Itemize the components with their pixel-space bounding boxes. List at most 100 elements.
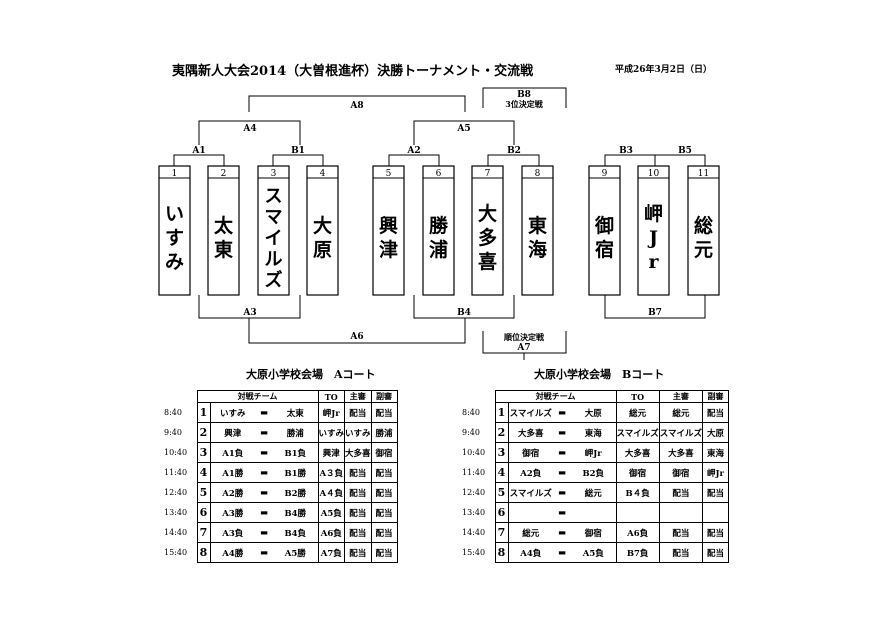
cell-no: 6 — [494, 502, 509, 523]
header-to: TO — [615, 390, 660, 403]
team-number: 6 — [436, 169, 442, 179]
cell-sub: 配当 — [702, 482, 729, 503]
team-box: 4大原 — [306, 165, 339, 296]
bracket-line-a6 — [248, 318, 466, 344]
cell-no: 5 — [196, 482, 211, 503]
cell-main: 大多喜 — [658, 442, 704, 463]
team-number: 7 — [485, 169, 491, 179]
cell-t2: A5勝 — [273, 542, 319, 563]
label-b5: B5 — [678, 146, 692, 156]
cell-main: 配当 — [658, 522, 704, 543]
team-box: 6勝浦 — [422, 165, 455, 296]
team-name: 興津 — [379, 215, 398, 261]
cell-dash: ▬ — [255, 442, 273, 463]
cell-no: 7 — [196, 522, 211, 543]
cell-t1: いすみ — [209, 402, 255, 423]
cell-main: 御宿 — [658, 462, 704, 483]
cell-dash: ▬ — [553, 422, 571, 443]
label-third-place: 3位決定戦 — [505, 99, 544, 109]
court-a-title: 大原小学校会場 Aコート — [246, 368, 376, 381]
team-number: 3 — [271, 169, 277, 179]
team-number: 1 — [172, 169, 178, 179]
cell-t1: A2負 — [507, 462, 553, 483]
label-a2: A2 — [406, 146, 420, 156]
cell-time: 13:40 — [164, 508, 188, 517]
cell-to: A6負 — [615, 522, 660, 543]
cell-sub: 勝浦 — [370, 422, 398, 443]
team-box: 9御宿 — [588, 165, 621, 296]
cell-sub: 配当 — [370, 522, 398, 543]
bracket-line-b4 — [413, 295, 515, 319]
cell-time: 11:40 — [462, 468, 486, 477]
cell-time: 9:40 — [164, 428, 182, 437]
label-order-match: 順位決定戦 — [504, 332, 545, 342]
team-number: 8 — [535, 169, 541, 179]
cell-t1: A4負 — [507, 542, 553, 563]
cell-no: 2 — [196, 422, 211, 443]
cell-t1: スマイルズ — [507, 482, 553, 503]
bracket-line-b5 — [654, 154, 706, 166]
cell-t1: A4勝 — [209, 542, 255, 563]
label-b1: B1 — [291, 146, 305, 156]
cell-main: 配当 — [344, 542, 372, 563]
team-number: 2 — [221, 169, 227, 179]
bracket-line-b2 — [487, 154, 540, 166]
cell-no: 2 — [494, 422, 509, 443]
header-main: 主審 — [658, 390, 704, 403]
cell-main: 配当 — [658, 482, 704, 503]
cell-t1: 御宿 — [507, 442, 553, 463]
cell-dash: ▬ — [255, 542, 273, 563]
cell-no: 5 — [494, 482, 509, 503]
cell-dash: ▬ — [553, 482, 571, 503]
bracket-line-b1 — [272, 154, 324, 166]
cell-sub: 東海 — [702, 442, 729, 463]
cell-main: スマイルズ — [658, 422, 704, 443]
cell-dash: ▬ — [255, 402, 273, 423]
cell-main: 配当 — [344, 522, 372, 543]
cell-to: 御宿 — [615, 462, 660, 483]
bracket-line-a1 — [173, 154, 225, 166]
cell-no: 1 — [196, 402, 211, 423]
court-b-title: 大原小学校会場 Bコート — [534, 368, 665, 381]
team-name: スマイルズ — [265, 186, 283, 291]
team-name: 御宿 — [594, 214, 614, 261]
label-b2: B2 — [507, 146, 521, 156]
cell-time: 14:40 — [164, 528, 188, 537]
label-a7: A7 — [516, 343, 530, 353]
cell-t2: B2負 — [571, 462, 617, 483]
bracket-line-b7 — [604, 295, 706, 319]
cell-t1: 興津 — [209, 422, 255, 443]
cell-time: 13:40 — [462, 508, 486, 517]
cell-main: 配当 — [344, 482, 372, 503]
label-b3: B3 — [619, 146, 633, 156]
cell-dash: ▬ — [553, 462, 571, 483]
header-sub: 副審 — [370, 390, 398, 403]
cell-sub: 配当 — [702, 402, 729, 423]
cell-to: B7負 — [615, 542, 660, 563]
cell-t1 — [507, 502, 553, 523]
cell-no: 3 — [494, 442, 509, 463]
cell-dash: ▬ — [255, 462, 273, 483]
label-a6: A6 — [349, 332, 363, 342]
cell-to: B４負 — [615, 482, 660, 503]
cell-no: 8 — [494, 542, 509, 563]
cell-sub: 配当 — [370, 462, 398, 483]
cell-sub: 配当 — [702, 522, 729, 543]
cell-sub: 配当 — [370, 482, 398, 503]
bracket-line-b3 — [604, 154, 656, 166]
bracket-line-a2 — [388, 154, 440, 166]
